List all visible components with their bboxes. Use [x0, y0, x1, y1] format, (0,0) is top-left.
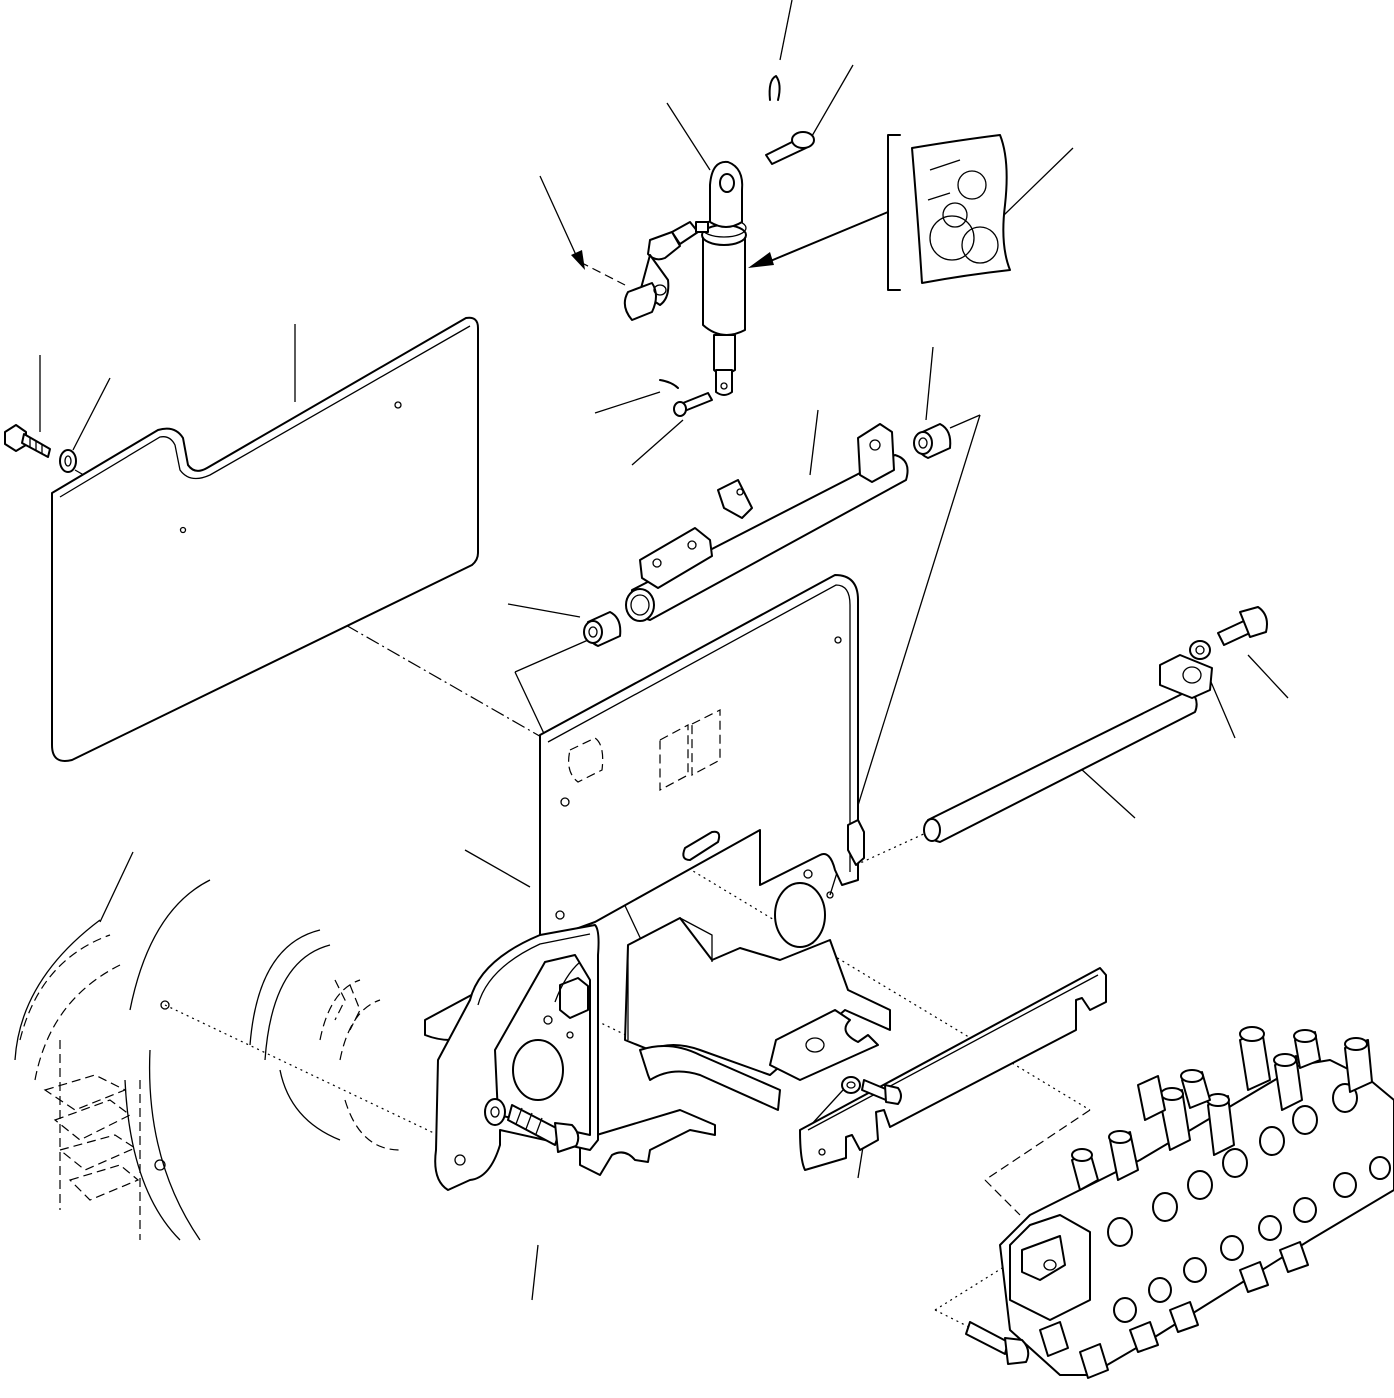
bracket-frame: [424, 574, 891, 1191]
plate-washer: [59, 449, 77, 473]
control-valve-block: [999, 1026, 1394, 1379]
mounting-strap: [799, 967, 1107, 1171]
cover-plate: [51, 316, 479, 762]
pivot-tube: [625, 423, 909, 622]
long-shaft: [923, 654, 1213, 843]
shaft-bolt: [1217, 606, 1268, 646]
valve-fittings: [1071, 1026, 1373, 1191]
shaft-washer: [1189, 640, 1211, 660]
cotter-pin: [659, 75, 781, 389]
strap-bolt: [861, 1079, 902, 1105]
frame-washer: [484, 1098, 506, 1126]
pivot-bushing-left: [583, 611, 622, 647]
strap-washer: [841, 1076, 861, 1094]
cylinder-pin-top: [765, 131, 815, 165]
valve-ports: [1107, 1083, 1391, 1323]
elbow-fitting: [623, 221, 709, 321]
gas-spring-cylinder: [701, 160, 747, 396]
plate-bolt: [4, 424, 51, 458]
lubrication-symbol-label: [748, 134, 1011, 291]
frame-bolt: [507, 1104, 580, 1153]
cylinder-pin-bottom: [673, 392, 713, 417]
hydraulic-pump-housing: [14, 879, 401, 1241]
pivot-bushing-right: [913, 423, 952, 459]
valve-bolt: [965, 1321, 1030, 1365]
